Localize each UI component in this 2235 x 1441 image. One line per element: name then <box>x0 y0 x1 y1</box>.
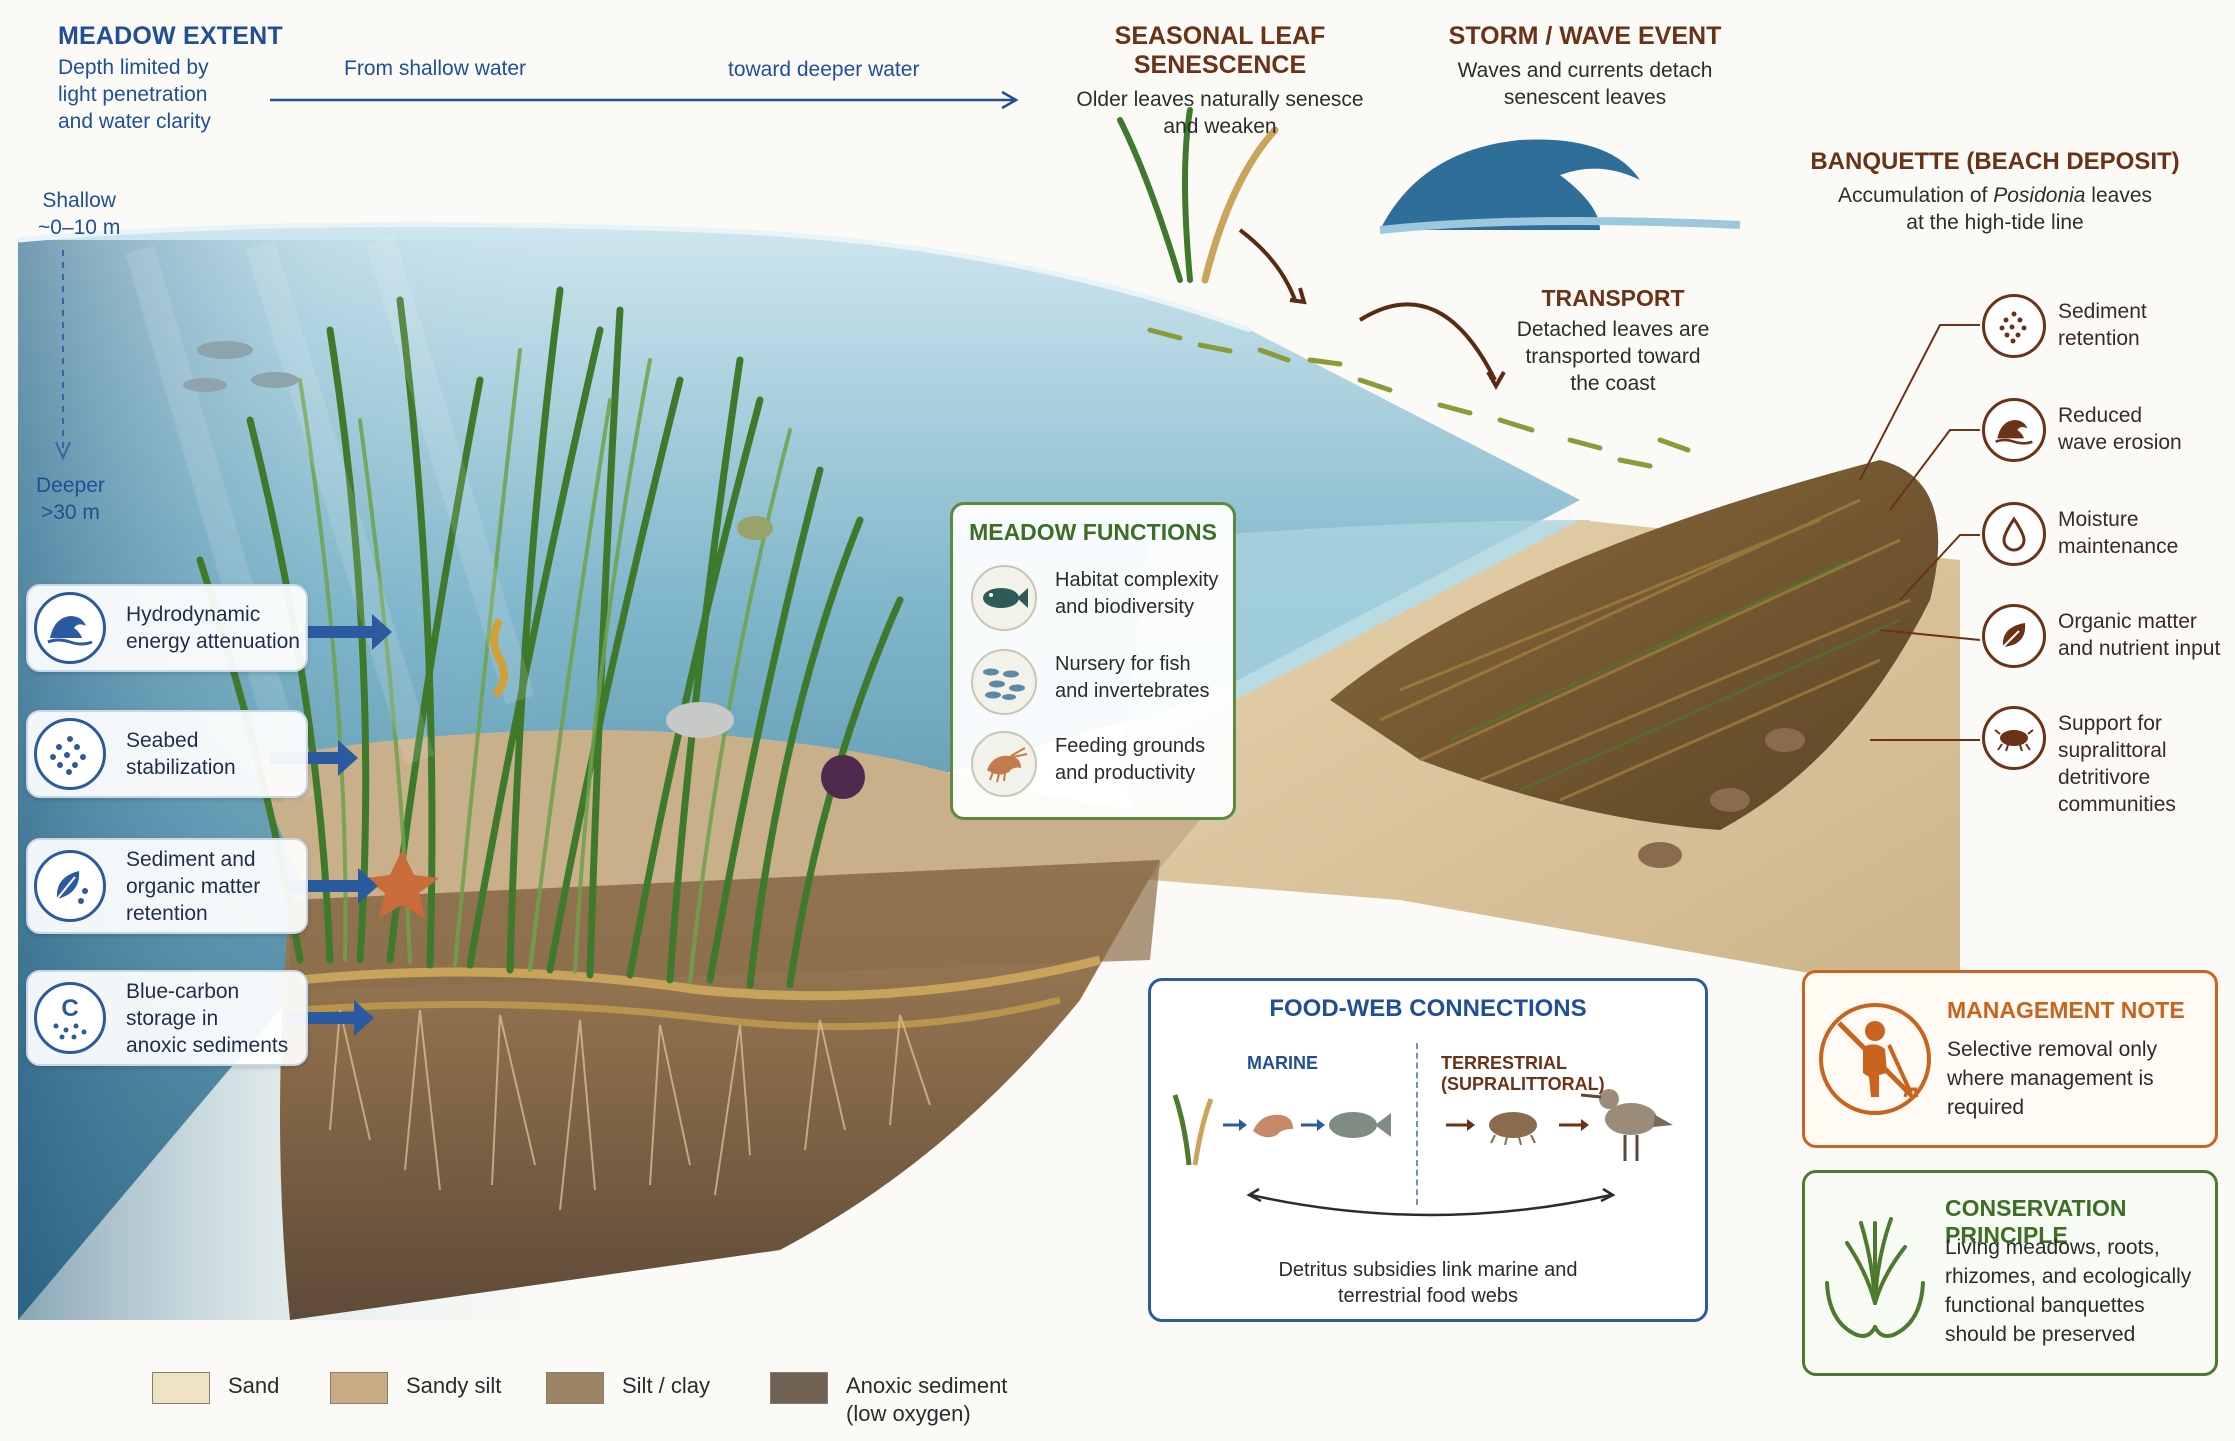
management-note-panel: MANAGEMENT NOTE Selective removal only w… <box>1802 970 2218 1148</box>
seagrass-icon <box>1172 1094 1214 1166</box>
legend-swatch <box>330 1372 388 1404</box>
shallow-depth-label: Shallow ~0–10 m <box>38 189 121 239</box>
meadow-functions-title: MEADOW FUNCTIONS <box>969 519 1217 545</box>
transport-stage: TRANSPORT Detached leaves are transporte… <box>1508 285 1718 397</box>
marine-terrestrial-divider <box>1416 1043 1418 1205</box>
sediment-dots-icon <box>1982 294 2046 358</box>
storm-text: Waves and currents detach senescent leav… <box>1457 59 1713 109</box>
from-shallow-label: From shallow water <box>344 57 527 80</box>
leaf-icon <box>1982 604 2046 668</box>
shorebird-icon <box>1580 1089 1673 1161</box>
storm-title: STORM / WAVE EVENT <box>1448 22 1722 50</box>
worker-rake-icon <box>1819 1003 1931 1115</box>
meadow-extent-title: MEADOW EXTENT <box>58 22 283 50</box>
legend-swatch <box>546 1372 604 1404</box>
isopod-icon <box>1489 1112 1537 1146</box>
legend-swatch <box>770 1372 828 1404</box>
fish-icon <box>1329 1112 1391 1138</box>
fish-school-icon <box>971 649 1037 715</box>
food-web-title: FOOD-WEB CONNECTIONS <box>1269 995 1587 1022</box>
deeper-depth-label: Deeper >30 m <box>36 474 105 524</box>
wave-icon <box>1982 398 2046 462</box>
banquette-text: Accumulation of Posidonia leaves at the … <box>1837 184 2153 234</box>
amphipod-icon <box>1253 1114 1293 1138</box>
marine-label: MARINE <box>1247 1053 1318 1073</box>
fish-icon <box>971 565 1037 631</box>
storm-stage: STORM / WAVE EVENT Waves and currents de… <box>1420 22 1750 111</box>
meadow-extent-description: Depth limited by light penetration and w… <box>58 56 211 133</box>
isopod-icon <box>1982 706 2046 770</box>
food-web-caption: Detritus subsidies link marine and terre… <box>1278 1259 1578 1307</box>
food-web-chain <box>1172 1089 1673 1217</box>
transport-title: TRANSPORT <box>1541 285 1685 311</box>
conservation-title: CONSERVATION PRINCIPLE <box>1945 1195 2127 1248</box>
transport-text: Detached leaves are transported toward t… <box>1516 318 1710 395</box>
hands-seagrass-icon <box>1825 1217 1925 1338</box>
terrestrial-label: TERRESTRIAL (SUPRALITTORAL) <box>1441 1053 1605 1094</box>
banquette-title: BANQUETTE (BEACH DEPOSIT) <box>1810 148 2180 175</box>
senescence-title: SEASONAL LEAF SENESCENCE <box>1114 22 1326 79</box>
senescence-text: Older leaves naturally senesce and weake… <box>1076 88 1364 138</box>
management-title: MANAGEMENT NOTE <box>1947 997 2185 1023</box>
wave-icon <box>34 592 106 664</box>
banquette-stage: BANQUETTE (BEACH DEPOSIT) Accumulation o… <box>1800 148 2190 236</box>
food-web-panel: FOOD-WEB CONNECTIONS MARINE TERRESTRIAL … <box>1148 978 1708 1322</box>
conservation-text: Living meadows, roots, rhizomes, and eco… <box>1945 1236 2192 1346</box>
senescence-stage: SEASONAL LEAF SENESCENCE Older leaves na… <box>1060 22 1380 140</box>
leaf-dots-icon <box>34 850 106 922</box>
shrimp-icon <box>971 731 1037 797</box>
management-text: Selective removal only where management … <box>1947 1038 2158 1119</box>
sediment-dots-icon <box>34 718 106 790</box>
droplet-icon <box>1982 502 2046 566</box>
legend-swatch <box>152 1372 210 1404</box>
toward-deeper-label: toward deeper water <box>728 58 920 81</box>
svg-text:C: C <box>61 995 78 1022</box>
conservation-panel: CONSERVATION PRINCIPLE Living meadows, r… <box>1802 1170 2218 1376</box>
carbon-icon: C <box>34 982 106 1054</box>
